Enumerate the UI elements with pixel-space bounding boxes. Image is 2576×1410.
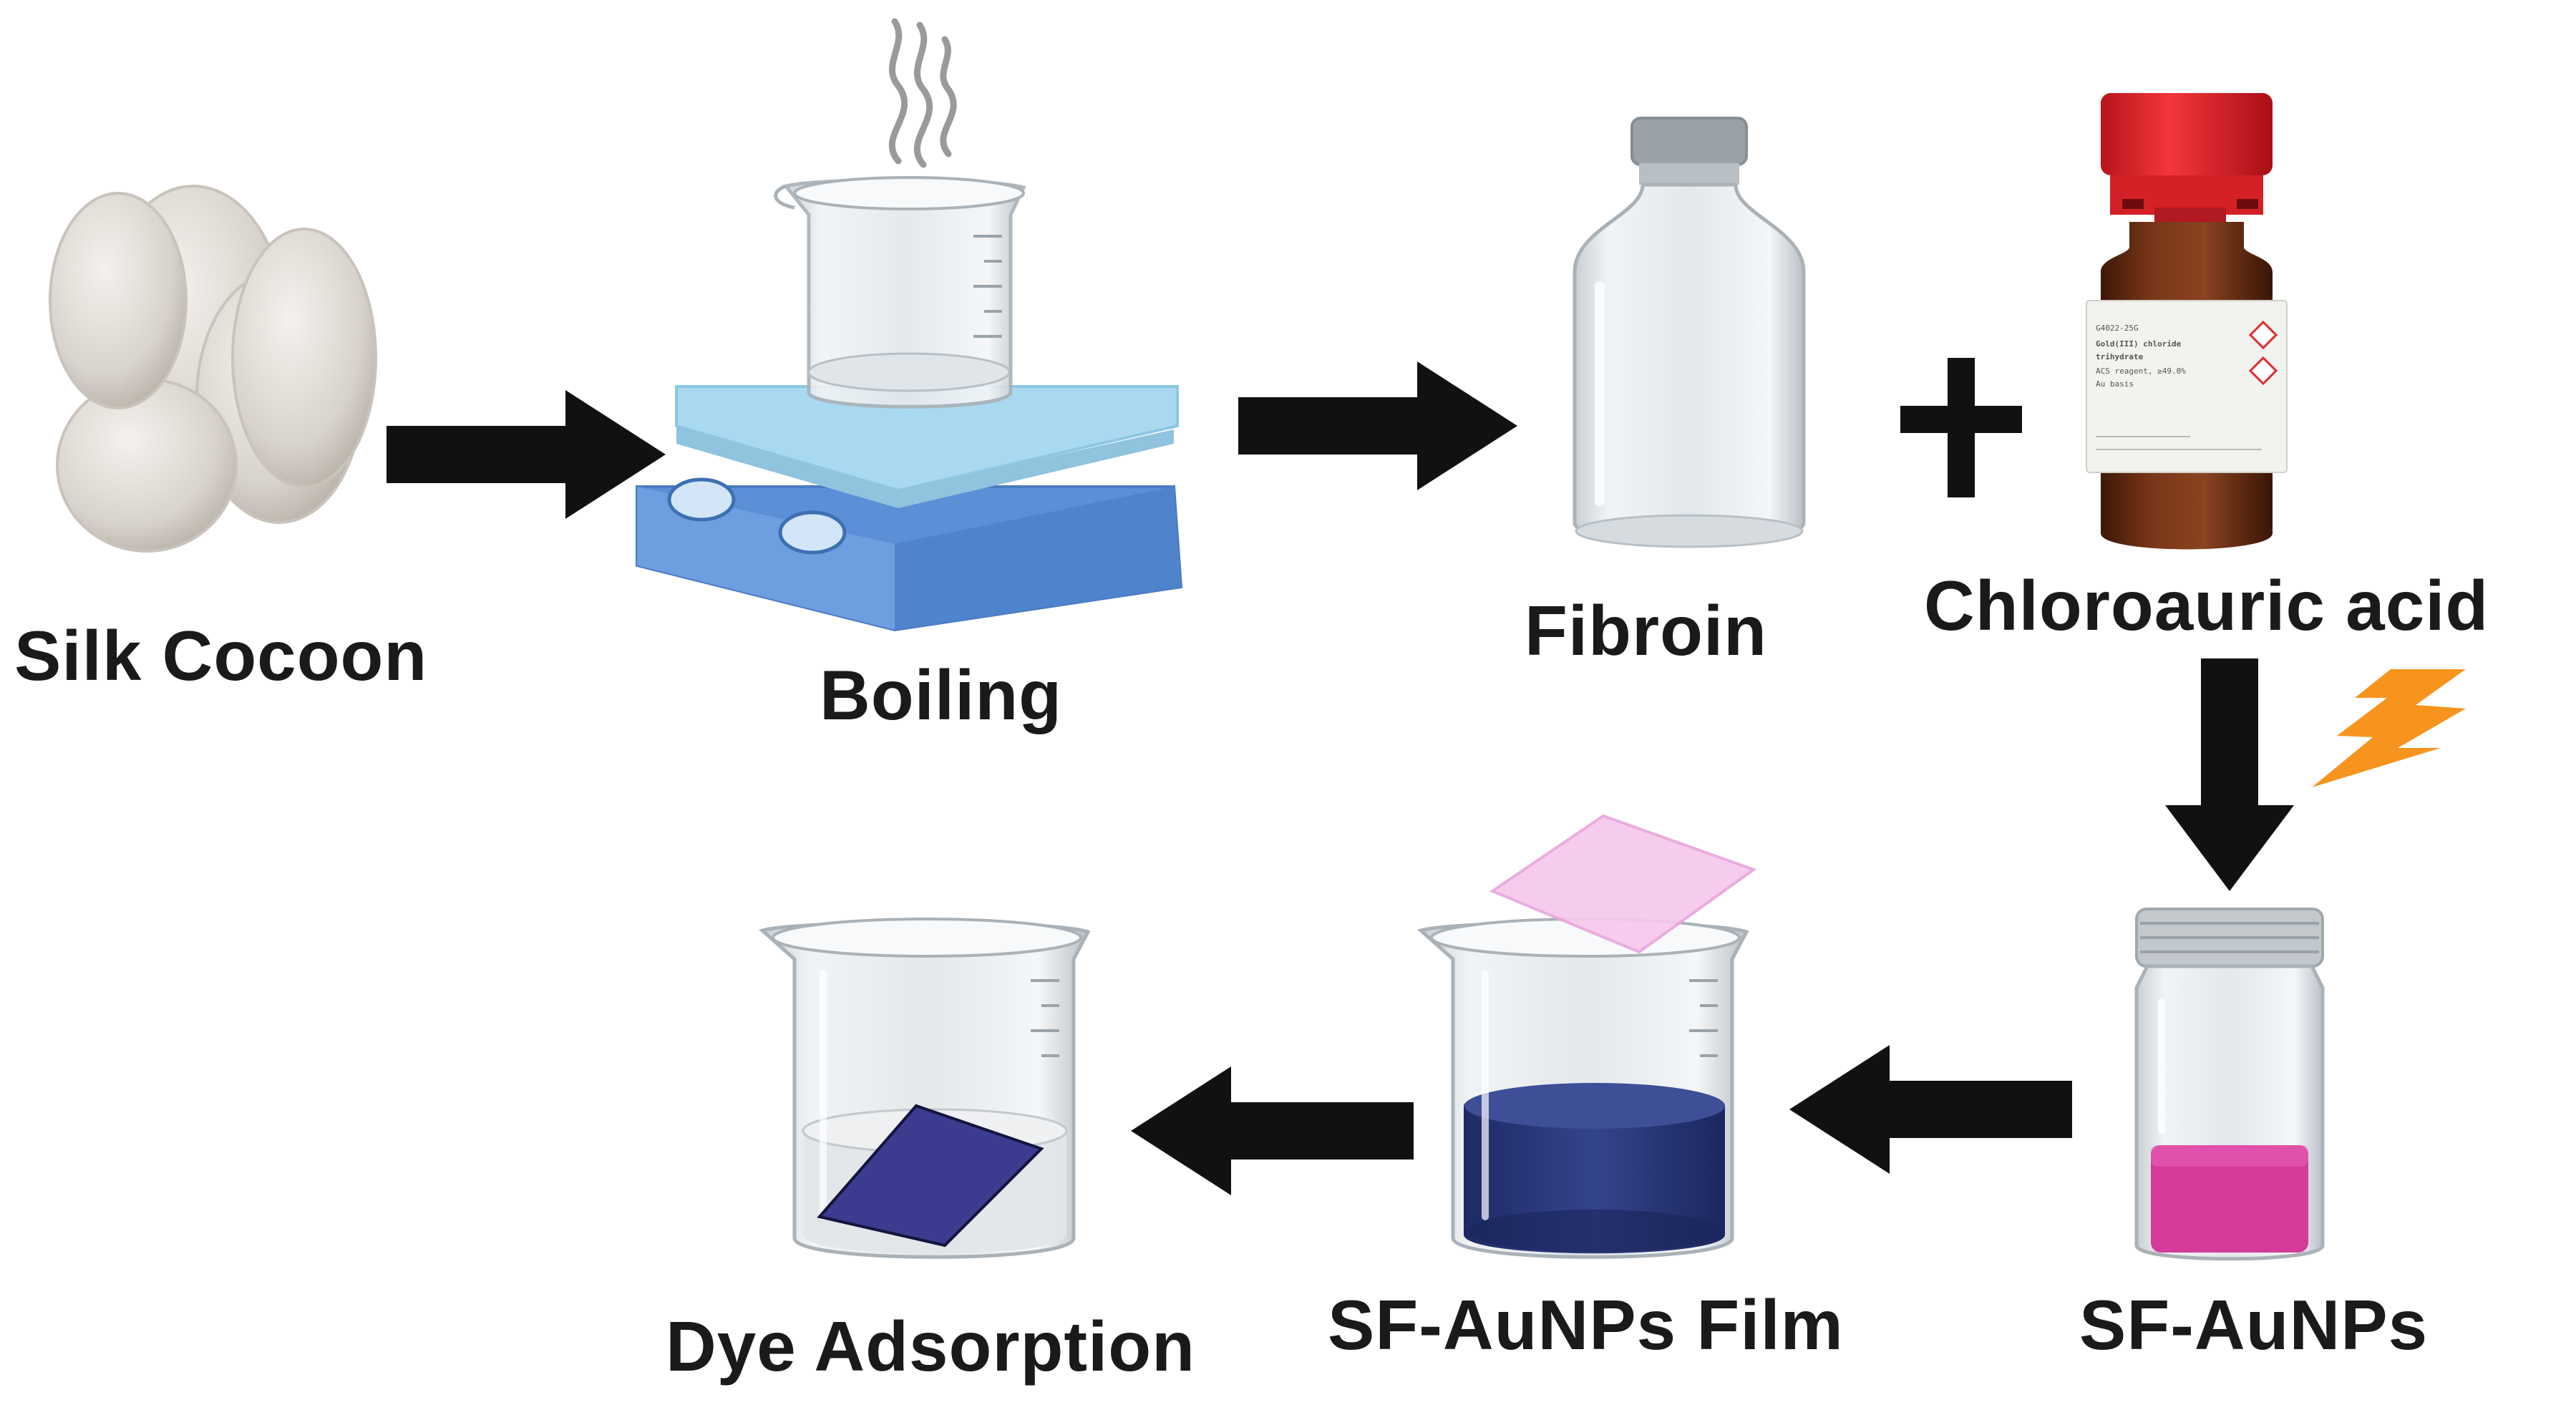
bottle-label-line-5: Au basis <box>2096 379 2134 389</box>
label-chloroauric-acid: Chloroauric acid <box>1924 566 2489 645</box>
arrow-cocoon-to-boiling <box>387 390 666 519</box>
hotplate-icon <box>636 385 1183 632</box>
lightning-icon <box>2312 669 2466 787</box>
label-sf-aunps: SF-AuNPs <box>2079 1285 2429 1364</box>
pink-film-icon <box>1489 814 1757 954</box>
arrow-acid-to-sfaunps <box>2165 658 2294 891</box>
chloroauric-acid-bottle-icon: G4022-25G Gold(III) chloride trihydrate … <box>2086 93 2288 550</box>
beaker-boiling-icon <box>774 176 1026 409</box>
arrow-film-to-dye <box>1131 1066 1414 1195</box>
silk-cocoon-icon <box>49 185 377 553</box>
bottle-label-line-3: trihydrate <box>2096 352 2144 361</box>
plus-icon <box>1900 358 2022 497</box>
label-sf-aunps-film: SF-AuNPs Film <box>1328 1285 1844 1364</box>
beaker-film-icon <box>1416 918 1749 1259</box>
label-boiling: Boiling <box>820 656 1063 734</box>
arrow-sfaunps-to-film <box>1789 1045 2072 1174</box>
bottle-label-line-1: G4022-25G <box>2096 324 2139 333</box>
arrow-boiling-to-fibroin <box>1238 361 1517 490</box>
label-silk-cocoon: Silk Cocoon <box>14 616 428 695</box>
hazard-icon <box>2248 320 2278 386</box>
dye-film-icon <box>817 1104 1044 1248</box>
bottle-label-line-4: ACS reagent, ≥49.0% <box>2096 366 2186 376</box>
label-dye-adsorption: Dye Adsorption <box>666 1307 1195 1386</box>
bottle-label-line-2: Gold(III) chloride <box>2096 339 2182 349</box>
label-fibroin: Fibroin <box>1525 591 1768 670</box>
sf-aunps-vial-icon <box>2134 908 2325 1261</box>
steam-icon <box>888 18 957 168</box>
fibroin-bottle-icon <box>1573 117 1806 548</box>
